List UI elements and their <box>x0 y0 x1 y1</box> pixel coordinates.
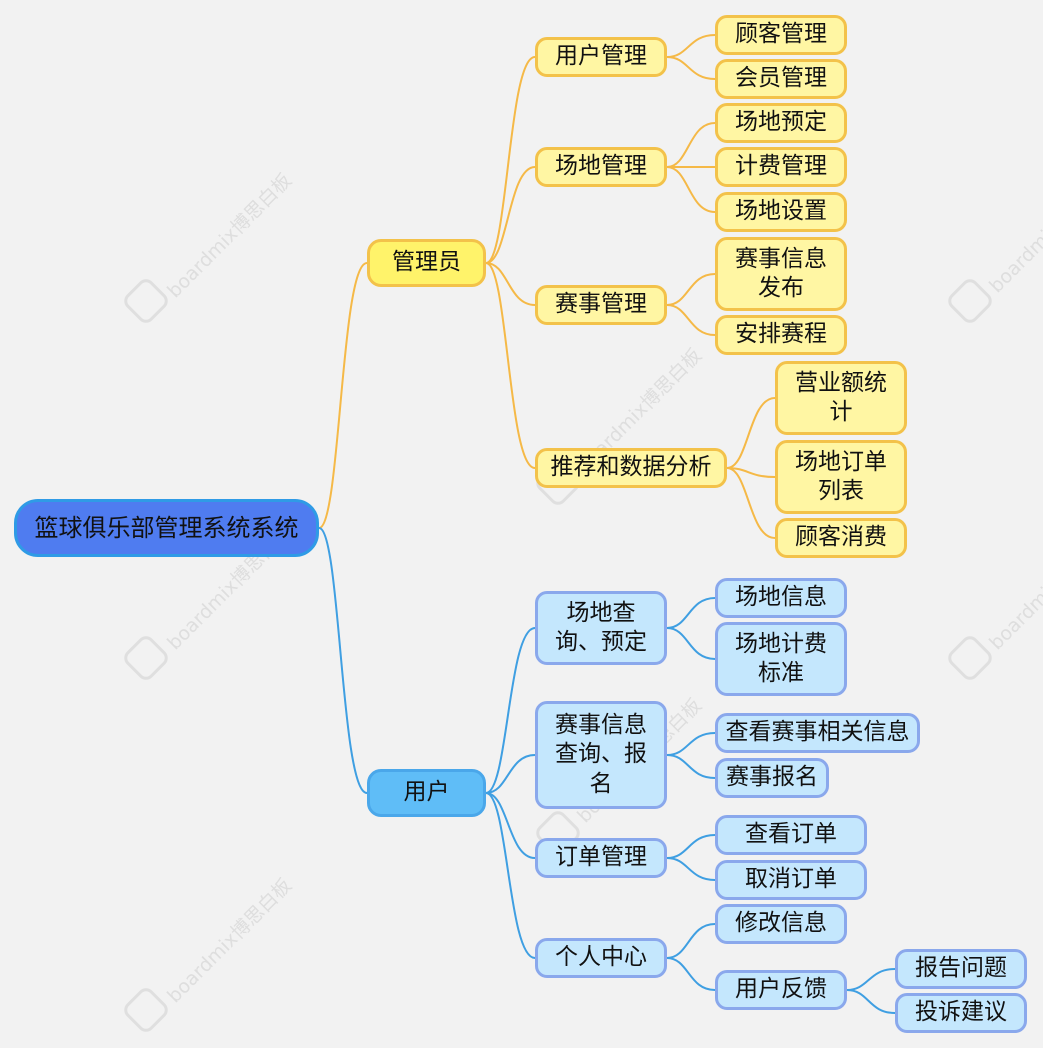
connector-line <box>666 857 716 881</box>
connector-line <box>666 732 716 756</box>
connector-line <box>666 166 716 213</box>
customer-spending-node[interactable]: 顾客消费 <box>775 518 907 558</box>
connector-line <box>485 627 536 794</box>
connector-line <box>485 166 536 264</box>
revenue-statistics-node[interactable]: 营业额统 计 <box>775 361 907 435</box>
connector-line <box>485 792 536 959</box>
connector-line <box>666 923 716 959</box>
venue-booking-node[interactable]: 场地预定 <box>715 103 847 143</box>
personal-center-node[interactable]: 个人中心 <box>535 938 667 978</box>
admin-user-management-node[interactable]: 用户管理 <box>535 37 667 77</box>
event-query-register-node[interactable]: 赛事信息 查询、报 名 <box>535 701 667 809</box>
recommendation-analytics-node[interactable]: 推荐和数据分析 <box>535 448 727 488</box>
connector-line <box>666 834 716 859</box>
connector-line <box>666 597 716 629</box>
connector-line <box>726 397 776 469</box>
cancel-order-node[interactable]: 取消订单 <box>715 860 867 900</box>
connector-line <box>666 122 716 168</box>
complaint-suggestion-node[interactable]: 投诉建议 <box>895 993 1027 1033</box>
connector-line <box>846 968 896 991</box>
connector-line <box>318 262 368 529</box>
member-management-node[interactable]: 会员管理 <box>715 59 847 99</box>
venue-info-node[interactable]: 场地信息 <box>715 578 847 618</box>
report-issue-node[interactable]: 报告问题 <box>895 949 1027 989</box>
venue-billing-standard-node[interactable]: 场地计费 标准 <box>715 622 847 696</box>
view-orders-node[interactable]: 查看订单 <box>715 815 867 855</box>
venue-management-node[interactable]: 场地管理 <box>535 147 667 187</box>
connector-line <box>726 467 776 539</box>
connector-line <box>485 754 536 794</box>
venue-query-booking-node[interactable]: 场地查 询、预定 <box>535 591 667 665</box>
connector-line <box>318 527 368 794</box>
connector-line <box>666 34 716 58</box>
billing-management-node[interactable]: 计费管理 <box>715 147 847 187</box>
connector-line <box>485 792 536 859</box>
view-event-info-node[interactable]: 查看赛事相关信息 <box>715 713 920 753</box>
connector-line <box>666 56 716 80</box>
venue-order-list-node[interactable]: 场地订单 列表 <box>775 440 907 514</box>
connector-line <box>666 627 716 660</box>
event-management-node[interactable]: 赛事管理 <box>535 285 667 325</box>
connector-line <box>485 262 536 306</box>
order-management-node[interactable]: 订单管理 <box>535 838 667 878</box>
event-registration-node[interactable]: 赛事报名 <box>715 758 829 798</box>
connector-line <box>726 467 776 478</box>
connector-line <box>666 957 716 991</box>
connector-line <box>666 304 716 336</box>
connector-line <box>666 754 716 779</box>
connector-line <box>485 262 536 469</box>
user-feedback-node[interactable]: 用户反馈 <box>715 970 847 1010</box>
root-node[interactable]: 篮球俱乐部管理系统系统 <box>14 499 319 557</box>
admin-node[interactable]: 管理员 <box>367 239 486 287</box>
customer-management-node[interactable]: 顾客管理 <box>715 15 847 55</box>
edit-info-node[interactable]: 修改信息 <box>715 904 847 944</box>
venue-settings-node[interactable]: 场地设置 <box>715 192 847 232</box>
event-info-publish-node[interactable]: 赛事信息 发布 <box>715 237 847 311</box>
connector-line <box>846 989 896 1014</box>
schedule-games-node[interactable]: 安排赛程 <box>715 315 847 355</box>
user-node[interactable]: 用户 <box>367 769 486 817</box>
connector-line <box>666 273 716 306</box>
connector-line <box>485 56 536 264</box>
